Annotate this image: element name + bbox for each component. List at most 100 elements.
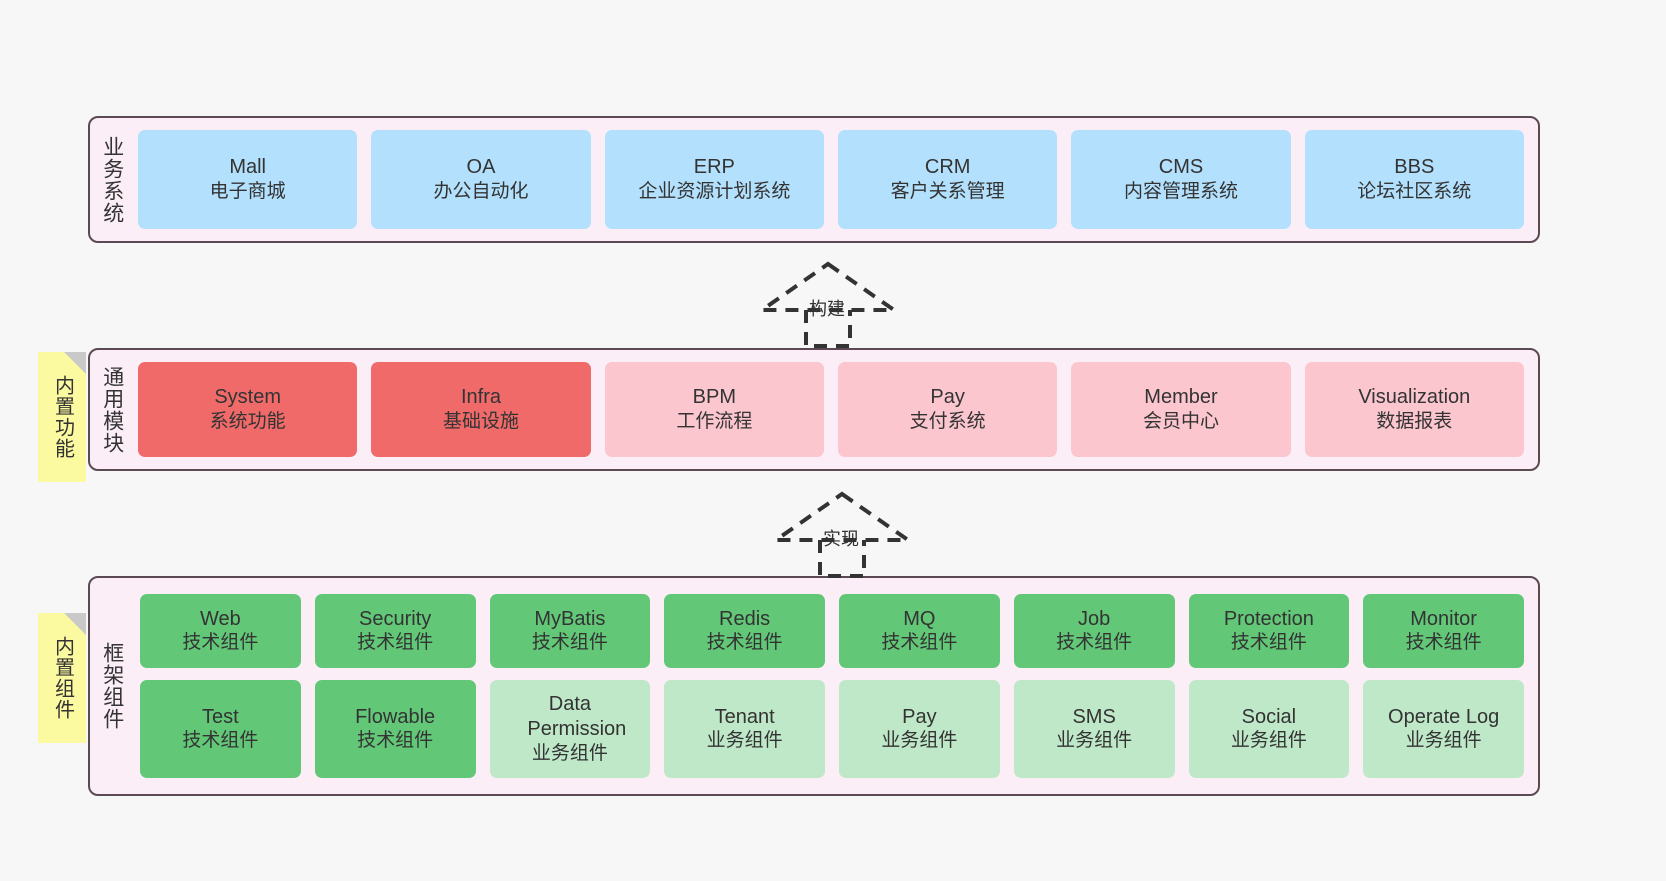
module-box-crm[interactable]: CRM 客户关系管理	[837, 130, 1058, 229]
component-type-cn: 业务组件	[1405, 730, 1482, 752]
component-box-web[interactable]: Web 技术组件	[140, 594, 301, 668]
component-type-cn: 技术组件	[357, 730, 434, 752]
module-name-en: System	[214, 386, 281, 409]
module-box-bpm[interactable]: BPM 工作流程	[604, 362, 824, 457]
component-type-cn: 技术组件	[531, 632, 608, 654]
component-box-operate-log[interactable]: Operate Log 业务组件	[1363, 679, 1524, 779]
module-name-en: CRM	[924, 156, 971, 179]
framework-row-business: Test 技术组件 Flowable 技术组件 Data Permission …	[140, 679, 1524, 779]
layer-framework-components: 框架组件 Web 技术组件 Security 技术组件 MyBatis 技术组件…	[88, 576, 1540, 796]
module-name-en: Pay	[930, 386, 965, 409]
component-box-redis[interactable]: Redis 技术组件	[664, 594, 825, 668]
component-box-flowable[interactable]: Flowable 技术组件	[314, 679, 476, 779]
layer-title-business-systems: 业务系统	[100, 135, 124, 224]
framework-row-technical: Web 技术组件 Security 技术组件 MyBatis 技术组件 Redi…	[140, 594, 1524, 668]
module-name-en: Visualization	[1358, 386, 1471, 409]
module-box-oa[interactable]: OA 办公自动化	[371, 130, 591, 229]
component-name-en: Social	[1241, 705, 1297, 728]
module-box-cms[interactable]: CMS 内容管理系统	[1071, 130, 1291, 229]
component-type-cn: 业务组件	[1056, 730, 1133, 752]
module-box-infra[interactable]: Infra 基础设施	[371, 362, 591, 457]
note-builtin-functions: 内置功能	[38, 352, 86, 482]
component-type-cn: 技术组件	[1405, 632, 1482, 654]
layer-business-systems: 业务系统 Mall 电子商城 OA 办公自动化 ERP 企业资源计划系统 CRM…	[88, 116, 1540, 243]
module-name-cn: 电子商城	[209, 181, 286, 203]
module-name-en: BPM	[692, 386, 736, 409]
module-name-cn: 办公自动化	[433, 181, 529, 203]
component-name-en: Test	[202, 705, 239, 728]
module-name-en: BBS	[1394, 156, 1435, 179]
module-box-member[interactable]: Member 会员中心	[1071, 362, 1291, 457]
note-label: 内置组件	[51, 636, 74, 720]
component-type-cn: 技术组件	[357, 632, 434, 654]
component-name-en: Tenant	[714, 705, 775, 728]
note-builtin-components: 内置组件	[38, 613, 86, 743]
module-box-mall[interactable]: Mall 电子商城	[138, 130, 358, 229]
component-name-en: Job	[1078, 607, 1111, 630]
layer-common-modules: 通用模块 System 系统功能 Infra 基础设施 BPM 工作流程 Pay…	[88, 348, 1540, 471]
module-name-en: Member	[1144, 386, 1218, 409]
component-type-cn: 业务组件	[531, 742, 608, 764]
layer-body-business-systems: Mall 电子商城 OA 办公自动化 ERP 企业资源计划系统 CRM 客户关系…	[134, 118, 1538, 241]
module-name-cn: 会员中心	[1142, 411, 1219, 433]
component-box-sms[interactable]: SMS 业务组件	[1013, 679, 1175, 779]
module-name-cn: 企业资源计划系统	[638, 181, 791, 203]
note-fold-corner-icon	[64, 352, 86, 374]
module-name-cn: 工作流程	[676, 411, 753, 433]
module-name-en: OA	[466, 156, 496, 179]
component-name-en: Redis	[719, 607, 771, 630]
component-type-cn: 技术组件	[706, 632, 783, 654]
component-name-en: Web	[199, 607, 241, 630]
component-box-data-permission[interactable]: Data Permission 业务组件	[489, 679, 651, 779]
component-box-protection[interactable]: Protection 技术组件	[1188, 594, 1350, 668]
component-box-mq[interactable]: MQ 技术组件	[839, 594, 1000, 668]
component-box-pay[interactable]: Pay 业务组件	[839, 679, 1000, 779]
arrow-implement-label: 实现	[823, 529, 859, 549]
component-box-mybatis[interactable]: MyBatis 技术组件	[489, 594, 651, 668]
layer-body-common-modules: System 系统功能 Infra 基础设施 BPM 工作流程 Pay 支付系统…	[134, 350, 1538, 469]
module-name-en: ERP	[693, 156, 735, 179]
component-name-en: Flowable	[355, 705, 436, 728]
arrow-implement: 实现	[769, 488, 915, 578]
module-name-cn: 系统功能	[209, 411, 286, 433]
component-type-cn: 技术组件	[1230, 632, 1307, 654]
module-name-cn: 支付系统	[909, 411, 986, 433]
component-type-cn: 技术组件	[182, 730, 259, 752]
component-name-en: Data Permission	[527, 693, 627, 741]
component-name-en: Pay	[902, 705, 937, 728]
module-box-pay[interactable]: Pay 支付系统	[837, 362, 1058, 457]
component-name-en: Security	[359, 607, 432, 630]
component-box-social[interactable]: Social 业务组件	[1188, 679, 1350, 779]
module-name-cn: 内容管理系统	[1123, 181, 1238, 203]
module-box-bbs[interactable]: BBS 论坛社区系统	[1304, 130, 1524, 229]
module-box-erp[interactable]: ERP 企业资源计划系统	[604, 130, 824, 229]
component-name-en: MQ	[903, 607, 936, 630]
module-name-cn: 客户关系管理	[890, 181, 1005, 203]
module-box-visualization[interactable]: Visualization 数据报表	[1304, 362, 1524, 457]
layer-title-framework-components: 框架组件	[100, 642, 124, 730]
module-name-cn: 基础设施	[442, 411, 519, 433]
component-box-test[interactable]: Test 技术组件	[140, 679, 301, 779]
module-box-system[interactable]: System 系统功能	[138, 362, 358, 457]
module-name-cn: 论坛社区系统	[1357, 181, 1472, 203]
component-type-cn: 业务组件	[881, 730, 958, 752]
arrow-build-label: 构建	[809, 299, 845, 319]
component-name-en: Monitor	[1410, 607, 1477, 630]
component-name-en: SMS	[1072, 705, 1116, 728]
component-box-tenant[interactable]: Tenant 业务组件	[664, 679, 825, 779]
note-label: 内置功能	[51, 375, 74, 459]
component-box-monitor[interactable]: Monitor 技术组件	[1363, 594, 1524, 668]
component-name-en: Operate Log	[1388, 705, 1500, 728]
component-name-en: Protection	[1223, 607, 1314, 630]
layer-body-framework-components: Web 技术组件 Security 技术组件 MyBatis 技术组件 Redi…	[134, 578, 1538, 794]
module-name-en: Mall	[229, 156, 266, 179]
component-box-job[interactable]: Job 技术组件	[1013, 594, 1175, 668]
module-name-en: CMS	[1158, 156, 1204, 179]
component-name-en: MyBatis	[534, 607, 606, 630]
component-type-cn: 业务组件	[1230, 730, 1307, 752]
component-box-security[interactable]: Security 技术组件	[314, 594, 476, 668]
arrow-build: 构建	[755, 258, 901, 348]
component-type-cn: 业务组件	[706, 730, 783, 752]
note-fold-corner-icon	[64, 613, 86, 635]
